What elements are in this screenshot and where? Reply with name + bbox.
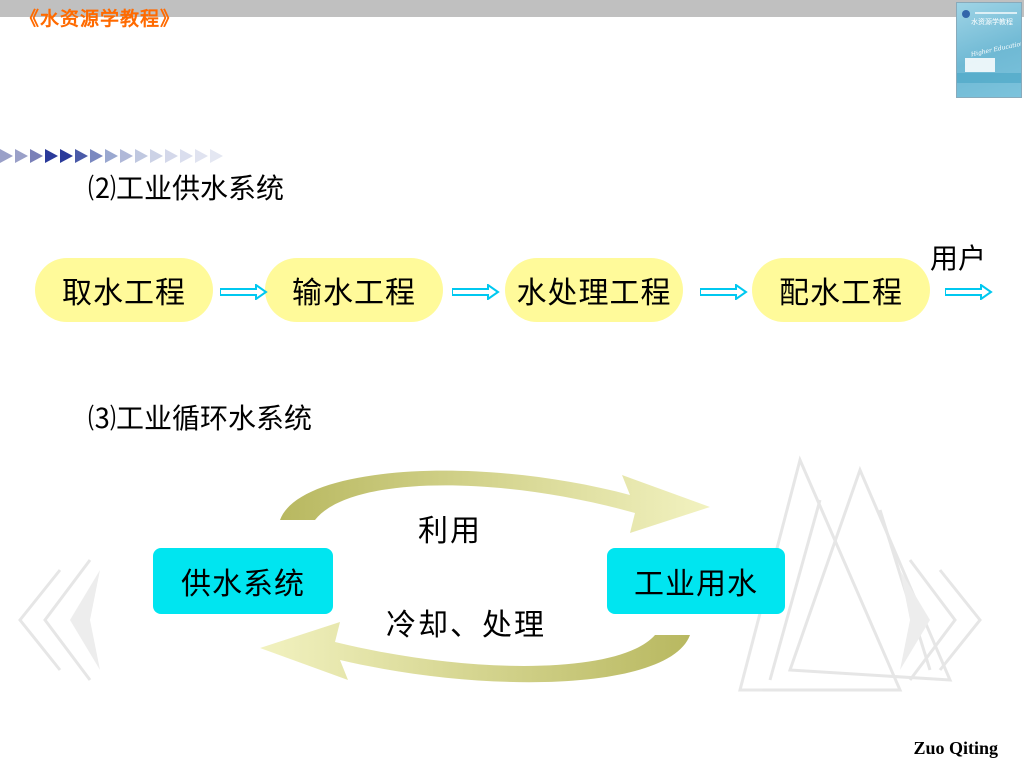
- flow-arrow-3: [700, 284, 748, 300]
- step-water-distribution: 配水工程: [752, 258, 930, 322]
- top-cycle-arrow: [280, 470, 710, 533]
- end-user-label: 用户: [930, 242, 987, 275]
- course-title: 《水资源学教程》: [20, 8, 181, 30]
- water-supply-system-box: 供水系统: [153, 548, 333, 614]
- utilization-label: 利用: [418, 514, 482, 549]
- section-heading-industrial-water-supply: ⑵工业供水系统: [88, 172, 285, 205]
- strip-triangle: [180, 149, 193, 163]
- step-water-treatment: 水处理工程: [505, 258, 683, 322]
- flow-arrow-2: [452, 284, 500, 300]
- strip-triangle: [15, 149, 28, 163]
- flow-arrow-1: [220, 284, 268, 300]
- strip-triangle: [135, 149, 148, 163]
- background-watermark-logo: [18, 455, 982, 692]
- cooling-treatment-label: 冷却、处理: [386, 608, 546, 643]
- strip-triangle: [195, 149, 208, 163]
- section-heading-industrial-circulating-water: ⑶工业循环水系统: [88, 402, 313, 435]
- strip-triangle: [45, 149, 58, 163]
- flow-arrow-4: [945, 284, 993, 300]
- step-water-intake: 取水工程: [35, 258, 213, 322]
- book-cover-image: Higher Education 水资源学教程: [956, 2, 1022, 98]
- strip-triangle: [75, 149, 88, 163]
- bottom-cycle-arrow: [260, 622, 690, 683]
- strip-triangle: [105, 149, 118, 163]
- strip-triangle: [30, 149, 43, 163]
- top-bar: [0, 0, 1024, 17]
- strip-triangle: [210, 149, 223, 163]
- strip-triangle: [165, 149, 178, 163]
- cover-title: 水资源学教程: [971, 18, 1013, 26]
- cover-art: Higher Education: [957, 10, 1022, 83]
- industrial-water-use-box: 工业用水: [607, 548, 785, 614]
- step-water-conveyance: 输水工程: [265, 258, 443, 322]
- author-name: Zuo Qiting: [913, 738, 998, 758]
- svg-text:Higher Education: Higher Education: [969, 40, 1022, 58]
- strip-triangle: [150, 149, 163, 163]
- strip-triangle: [0, 149, 13, 163]
- strip-triangle: [90, 149, 103, 163]
- cycle-arrows: [260, 470, 710, 683]
- strip-triangle: [60, 149, 73, 163]
- decorative-arrow-strip: [0, 149, 223, 163]
- strip-triangle: [120, 149, 133, 163]
